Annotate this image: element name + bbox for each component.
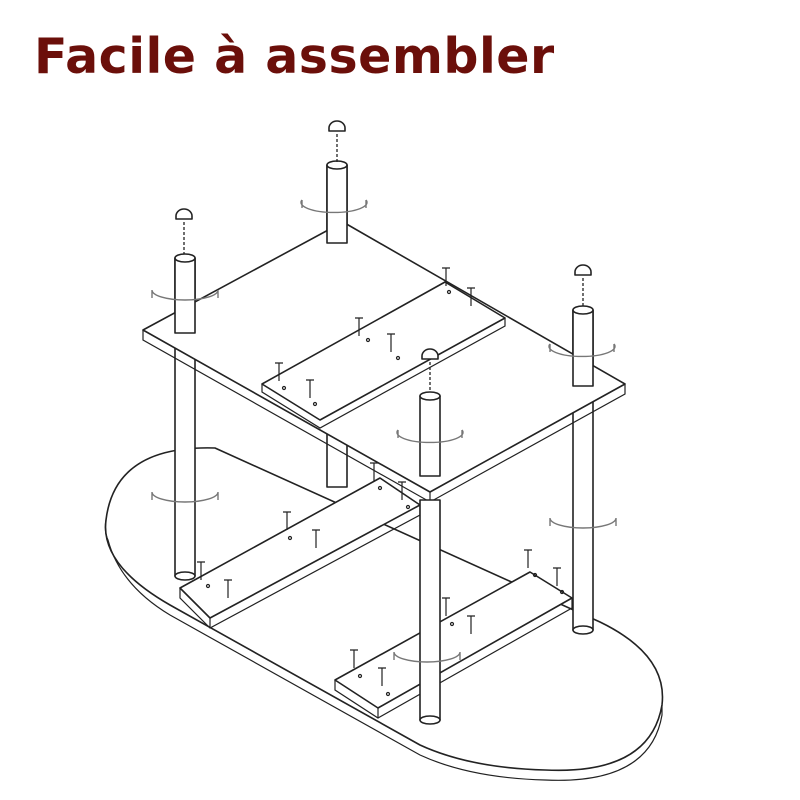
screw-icon: [370, 462, 383, 491]
screw-icon: [442, 597, 455, 627]
page-title: Facile à assembler: [34, 28, 555, 85]
lower-right-board: [334, 571, 573, 719]
screw-icon: [283, 511, 293, 541]
screws: [197, 267, 565, 697]
screw-icon: [398, 481, 411, 510]
screw-icon: [306, 379, 318, 407]
screw-icon: [312, 529, 320, 548]
screw-icon: [467, 615, 475, 634]
post-tops: [174, 160, 594, 477]
screw-icon: [442, 267, 452, 295]
screw-icon: [524, 549, 538, 578]
screw-icon: [224, 579, 232, 598]
top-inner-board: [261, 281, 506, 429]
screw-icon: [467, 287, 475, 306]
screw-icon: [387, 333, 401, 361]
cap-screws: [175, 120, 592, 392]
screw-icon: [350, 649, 363, 679]
screw-icon: [355, 317, 371, 343]
screw-icon: [378, 667, 391, 697]
post-front: [419, 499, 441, 725]
rotation-arrows: [151, 199, 617, 663]
screw-icon: [553, 567, 565, 595]
screw-icon: [197, 561, 211, 589]
screw-icon: [275, 362, 287, 391]
base-board: [104, 447, 664, 781]
